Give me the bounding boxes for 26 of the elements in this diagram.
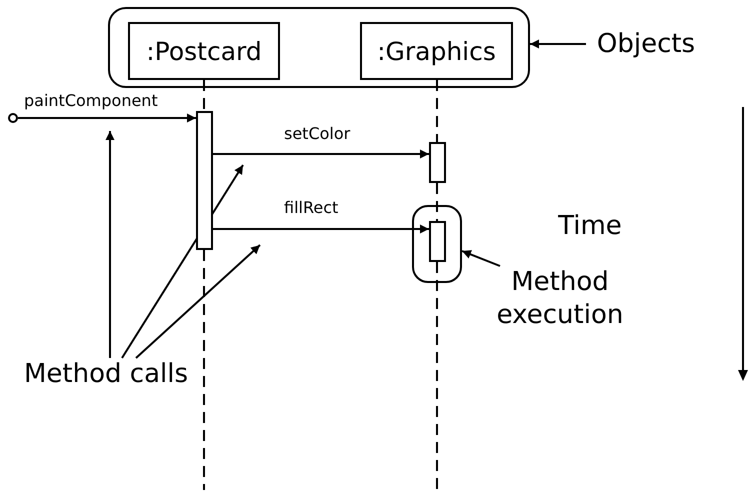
edge-label: paintComponent [22, 92, 160, 110]
leader-arrow [135, 244, 261, 359]
lifeline [436, 183, 438, 221]
lifeline [436, 80, 438, 142]
activation-bar [429, 221, 446, 262]
start-circle [8, 113, 18, 123]
message-arrow [213, 150, 429, 158]
object-group-frame [108, 7, 530, 88]
object-box: :Graphics [360, 22, 513, 80]
annotation-text: Method calls [6, 358, 206, 390]
annotation-text: Time [550, 210, 630, 242]
activation-bar [429, 142, 446, 183]
message-arrow [213, 224, 429, 234]
annotation-text: Objects [586, 28, 706, 60]
activation-bar [196, 111, 213, 250]
highlight-frame [412, 205, 462, 283]
lifeline [203, 80, 205, 111]
leader-arrow [106, 131, 114, 358]
message-arrow [18, 114, 196, 122]
annotation-text: Method execution [480, 266, 640, 331]
lifeline [203, 250, 205, 490]
object-box: :Postcard [128, 22, 280, 80]
message-arrow [462, 250, 500, 267]
lifeline [436, 262, 438, 490]
leader-arrow [121, 164, 244, 359]
message-arrow [530, 40, 586, 48]
